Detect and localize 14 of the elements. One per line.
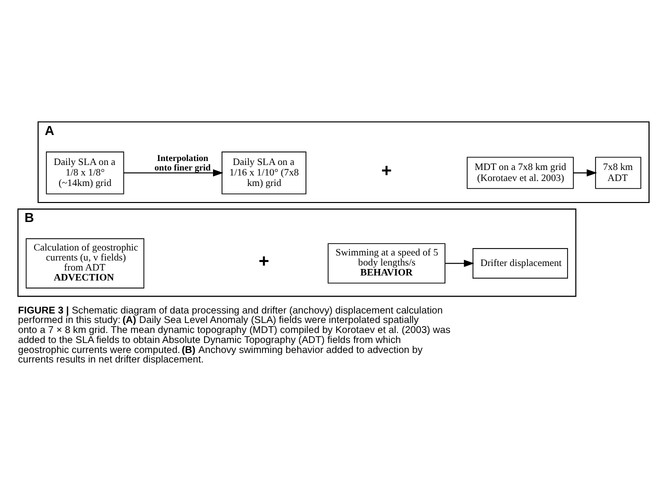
label: +: [381, 160, 392, 181]
node-box: Daily SLA on a 1/16 x 1/10° (7x8 km) grid: [222, 152, 306, 194]
node-box: Daily SLA on a 1/8 x 1/8° (~14km) grid: [46, 152, 124, 194]
arrow: [573, 169, 598, 177]
caption: FIGURE 3 | Schematic diagram of data processing and drifter (anchovy) displacement calculation performed in this study: (A) Daily Sea Level Anomaly (SLA) fields were interpolated spatially onto a 7 × 8 km grid. The mean dynamic topography (MDT) compiled by Korotaev et al. (2003) was added to the SLA fields to obtain Absolute Dynamic Topography (ADT) fields from which geostrophic currents were computed. (B) Anchovy swimming behavior added to advection by currents results in net drifter displacement.: [18, 305, 450, 366]
node-box: 7x8 km ADT: [595, 156, 642, 189]
arrow: [445, 260, 474, 268]
node-box: Drifter displacement: [472, 248, 568, 279]
node-box: Swimming at a speed of 5 body lengths/s BEHAVIOR: [328, 243, 446, 284]
label: +: [258, 251, 270, 272]
node-box: Calculation of geostrophic currents (u, v fields) from ADT ADVECTION: [26, 238, 144, 288]
arrow: [124, 169, 224, 177]
node-box: MDT on a 7x8 km grid (Korotaev et al. 2003): [466, 156, 574, 189]
edge-label: Interpolation onto finer grid: [154, 153, 211, 172]
